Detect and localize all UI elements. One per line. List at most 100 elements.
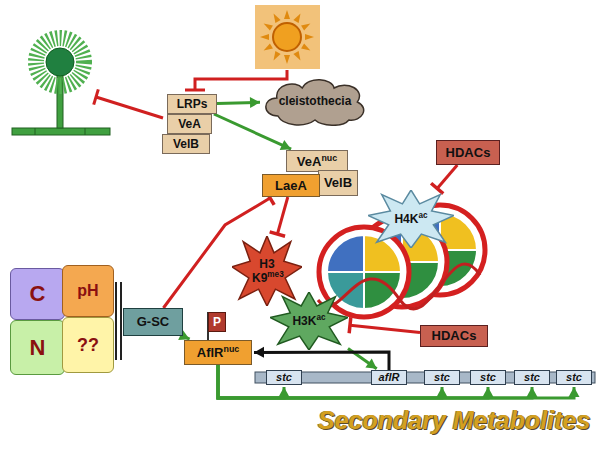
light-inhibition <box>185 70 287 90</box>
protein-box: AflRnuc <box>184 340 252 365</box>
arrow-head <box>527 387 538 397</box>
node-label: H4Kac <box>394 212 427 226</box>
node-label: pH <box>77 283 98 300</box>
node-label: AflRnuc <box>197 345 239 360</box>
nucleosomes <box>318 205 485 317</box>
protein-box: LRPs <box>167 94 217 114</box>
label-text: C <box>30 281 46 306</box>
node-label: stc <box>524 372 540 384</box>
superscript-text: nuc <box>321 153 337 163</box>
node-label: HDACs <box>446 146 491 160</box>
protein-box: VeAnuc <box>286 150 348 172</box>
label-text: LRPs <box>177 97 208 111</box>
node-label: ?? <box>77 336 99 355</box>
connector <box>254 347 389 370</box>
node-label: LaeA <box>275 179 307 193</box>
label-text: ?? <box>77 335 99 355</box>
superscript-text: ac <box>418 211 427 220</box>
connector-line <box>254 352 389 370</box>
connector-line <box>437 165 457 189</box>
puzzle-piece: ?? <box>62 317 114 373</box>
label-text: AflR <box>197 345 224 360</box>
label-text: aflR <box>379 371 400 383</box>
sun-icon <box>255 5 320 69</box>
protein-box: VelB <box>162 134 210 154</box>
arrow-head <box>254 347 264 358</box>
inhibition-bar <box>431 183 443 193</box>
connector <box>270 197 288 236</box>
gene-box: stc <box>470 370 506 385</box>
inhibition-bar <box>270 232 285 236</box>
node-label: cleistothecia <box>279 95 352 108</box>
hdac-box: HDACs <box>436 140 500 165</box>
connector-line <box>277 197 287 234</box>
node-label: VeA <box>178 118 201 131</box>
gene-box: aflR <box>371 370 407 385</box>
arrow-head <box>437 387 448 397</box>
node-label: LRPs <box>177 98 208 111</box>
label-text: VeA <box>297 154 322 169</box>
node-label: stc <box>276 372 292 384</box>
label-text: pH <box>77 282 98 299</box>
conidiation-inhibition <box>94 89 163 118</box>
receptor-box: G-SC <box>123 308 183 336</box>
connector-line <box>218 365 532 398</box>
histone-mark-star: H3 K9me3 <box>232 236 302 306</box>
phosphate-flag: P <box>208 312 226 332</box>
label-text: HDACs <box>432 328 477 343</box>
label-text: VeA <box>178 117 201 131</box>
connector-line <box>218 365 442 398</box>
protein-box: LaeA <box>262 174 320 197</box>
node-label: N <box>30 336 46 359</box>
label-text: P <box>213 315 221 329</box>
connector <box>218 365 538 398</box>
node-label: stc <box>566 372 582 384</box>
star-shape <box>232 236 302 306</box>
star-shape <box>368 190 454 248</box>
node-label: stc <box>480 372 496 384</box>
connector <box>349 317 420 333</box>
protein-box: VelB <box>318 170 358 196</box>
node-label: aflR <box>379 372 400 384</box>
arrow-head <box>365 359 376 369</box>
gene-box: stc <box>556 370 592 385</box>
histone-mark-star: H3Kac <box>270 292 348 350</box>
superscript-text: me3 <box>267 270 283 279</box>
output-label: Secondary Metabolites <box>318 406 590 435</box>
cell-membrane <box>116 282 121 360</box>
gene-box: stc <box>514 370 550 385</box>
node-label: VeAnuc <box>297 154 337 169</box>
connector-line <box>218 365 488 398</box>
label-text: stc <box>276 371 292 383</box>
puzzle-piece: pH <box>62 265 114 317</box>
inhibition-bar <box>349 317 351 333</box>
arrow-head <box>280 140 291 150</box>
connector-line <box>350 325 420 332</box>
node-label: HDACs <box>432 329 477 343</box>
label-text: stc <box>480 371 496 383</box>
label-text: G-SC <box>137 314 170 329</box>
gene-box: stc <box>266 370 302 385</box>
arrow-head <box>569 387 580 397</box>
connector <box>431 165 457 194</box>
superscript-text: ac <box>316 313 325 322</box>
connector <box>217 97 260 108</box>
gene-box: stc <box>424 370 460 385</box>
superscript-text: nuc <box>224 344 240 354</box>
label-text: H4K <box>394 212 418 226</box>
node-label: G-SC <box>137 315 170 329</box>
node-label: VelB <box>173 138 199 151</box>
label-text: H3K <box>292 314 316 328</box>
label-text: stc <box>566 371 582 383</box>
connector <box>218 365 494 398</box>
label-text: VelB <box>324 175 352 190</box>
connector <box>218 365 580 398</box>
puzzle-piece: C <box>10 268 65 320</box>
label-text: stc <box>434 371 450 383</box>
arrow-head <box>483 387 494 397</box>
arrow-head <box>279 387 290 397</box>
cleistothecia-cloud: cleistothecia <box>262 76 368 126</box>
protein-box: VeA <box>167 114 212 134</box>
hdac-box: HDACs <box>420 325 488 347</box>
